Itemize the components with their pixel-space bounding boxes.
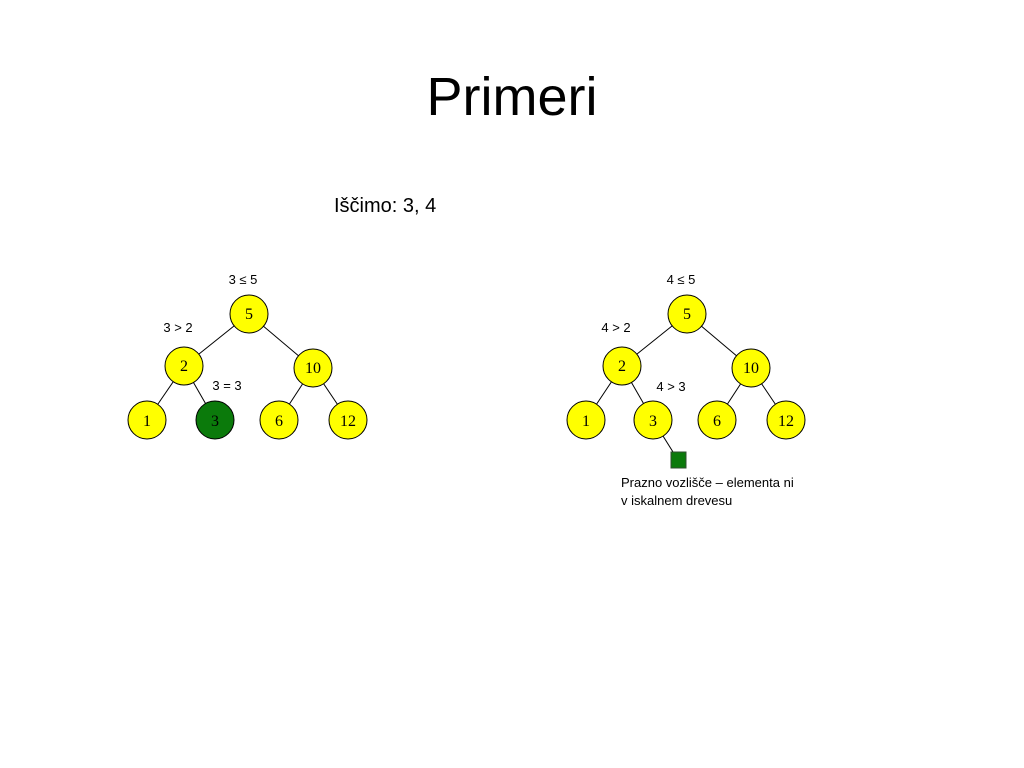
note-line: Prazno vozlišče – elementa ni	[621, 475, 794, 490]
node-label: 3	[649, 413, 657, 430]
node-label: 5	[245, 306, 253, 323]
node-label: 1	[582, 413, 590, 430]
node-label: 12	[340, 413, 356, 430]
search-subtitle: Iščimo: 3, 4	[334, 195, 437, 217]
empty-node-note: Prazno vozlišče – elementa ni v iskalnem…	[621, 474, 821, 510]
comparison-label: 3 > 2	[163, 320, 192, 335]
note-line: v iskalnem drevesu	[621, 493, 733, 508]
left-tree: 5 2 10 1 3 6 12 3 ≤ 5 3 > 2 3 = 3	[127, 272, 368, 440]
tree-node	[293, 348, 333, 388]
tree-node	[229, 294, 269, 334]
right-tree: 5 2 10 1 3 6 12 4 ≤ 5 4 > 2 4 > 3	[566, 272, 806, 469]
node-label: 6	[713, 413, 721, 430]
tree-node	[633, 400, 673, 440]
node-label: 1	[143, 413, 151, 430]
node-label: 12	[778, 413, 794, 430]
node-label: 10	[743, 360, 759, 377]
tree-node	[127, 400, 167, 440]
found-node	[195, 400, 235, 440]
node-label: 10	[305, 360, 321, 377]
slide-title: Primeri	[426, 67, 598, 127]
comparison-label: 4 ≤ 5	[667, 272, 696, 287]
comparison-label: 4 > 2	[601, 320, 630, 335]
node-label: 5	[683, 306, 691, 323]
node-label: 3	[211, 413, 219, 430]
tree-node	[602, 346, 642, 386]
tree-node	[164, 346, 204, 386]
node-label: 6	[275, 413, 283, 430]
tree-node	[566, 400, 606, 440]
comparison-label: 4 > 3	[656, 379, 685, 394]
tree-node	[259, 400, 299, 440]
tree-node	[731, 348, 771, 388]
tree-node	[766, 400, 806, 440]
empty-node	[670, 451, 687, 469]
comparison-label: 3 = 3	[212, 378, 241, 393]
node-label: 2	[180, 358, 188, 375]
node-label: 2	[618, 358, 626, 375]
tree-node	[667, 294, 707, 334]
comparison-label: 3 ≤ 5	[229, 272, 258, 287]
tree-node	[697, 400, 737, 440]
tree-node	[328, 400, 368, 440]
